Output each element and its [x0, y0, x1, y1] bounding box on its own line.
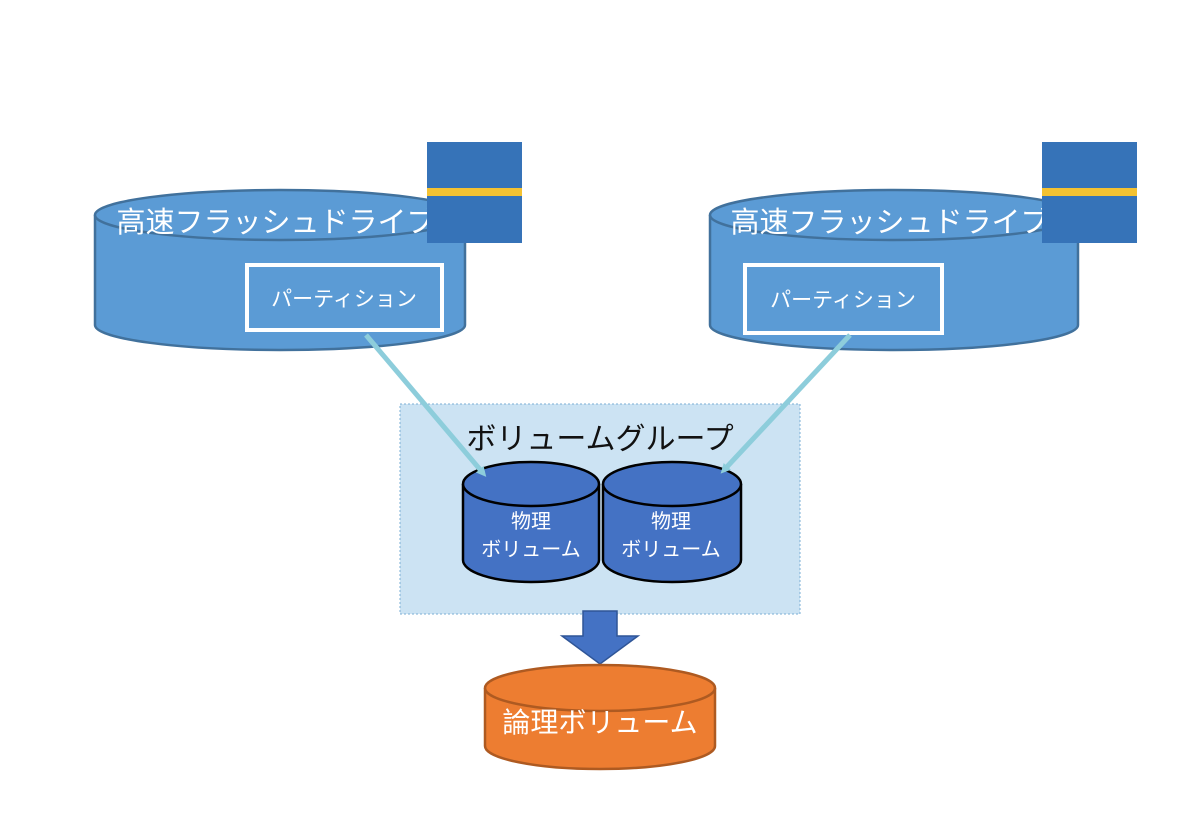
partition-box — [245, 263, 444, 332]
partition-to-pv-arrow-2 — [720, 333, 852, 474]
drive-icon — [427, 142, 522, 243]
logical-volume-label: 論理ボリューム — [502, 706, 697, 739]
down-arrow-icon — [559, 610, 641, 665]
drive-label: 高速フラッシュドライブ — [730, 205, 1049, 239]
partition-box — [743, 263, 944, 335]
partition-label: パーティション — [770, 288, 916, 312]
physical-volume-line1: 物理 — [651, 509, 691, 533]
physical-volume-line2: ボリューム — [621, 537, 720, 561]
physical-volume-line2: ボリューム — [481, 537, 580, 561]
physical-volume-2: 物理 ボリューム — [601, 460, 743, 584]
flash-drive-2: 高速フラッシュドライブ パーティション — [708, 142, 1137, 352]
drive-label: 高速フラッシュドライブ — [116, 205, 435, 239]
physical-volume-1: 物理 ボリューム — [461, 460, 601, 584]
partition-label: パーティション — [271, 287, 417, 311]
drive-icon — [1042, 142, 1137, 243]
partition-to-pv-arrow-1 — [364, 333, 487, 477]
flash-drive-1: 高速フラッシュドライブ パーティション — [93, 142, 522, 352]
physical-volume-line1: 物理 — [511, 509, 551, 533]
volume-group-label: ボリュームグループ — [466, 422, 733, 457]
logical-volume: 論理ボリューム — [483, 663, 717, 771]
volume-group: ボリュームグループ 物理 ボリューム 物理 ボリューム — [399, 403, 801, 615]
